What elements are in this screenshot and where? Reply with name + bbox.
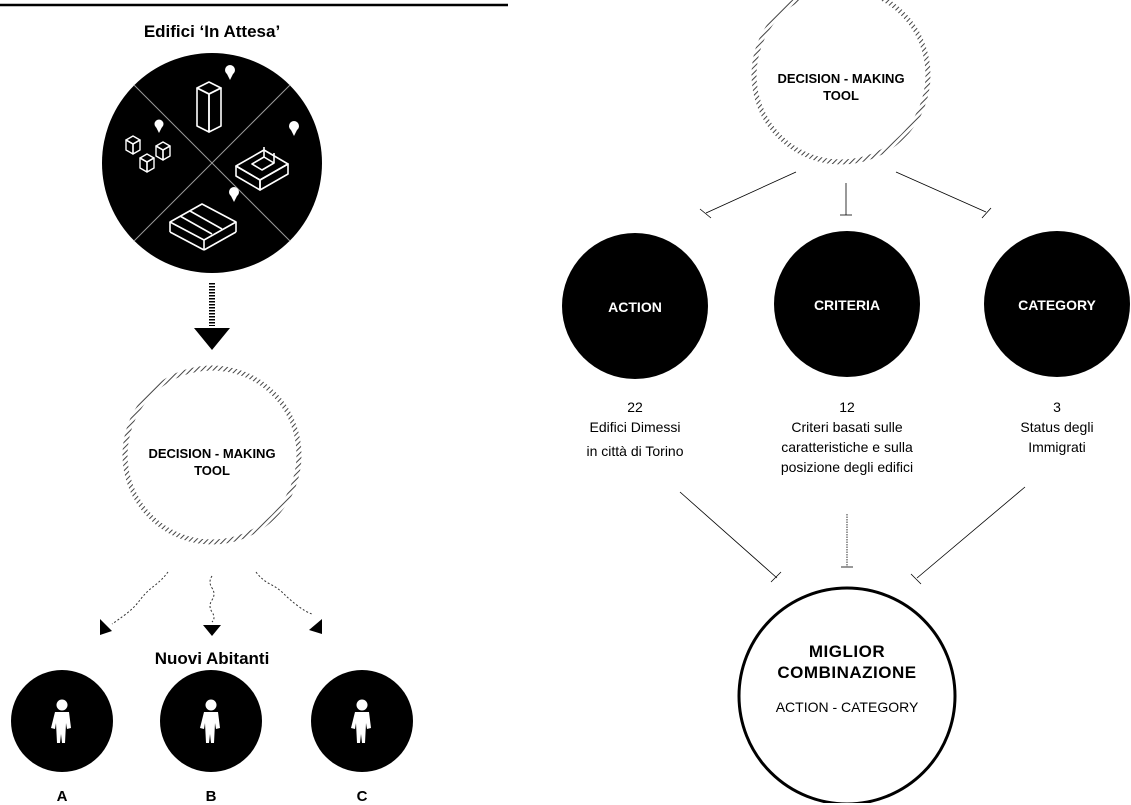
resident-label-a: A	[56, 788, 68, 805]
person-icon	[200, 699, 220, 743]
down-arrow-icon	[194, 283, 230, 350]
action-description: 22 Edifici Dimessi in città di Torino	[545, 397, 725, 461]
result-circle	[737, 586, 957, 803]
action-count: 22	[627, 399, 643, 415]
category-node	[984, 231, 1130, 377]
resident-circle-a	[11, 670, 113, 772]
right-tool-label: DECISION - MAKING TOOL	[741, 70, 941, 104]
action-desc-line2: in città di Torino	[586, 443, 684, 459]
resident-circle-c	[311, 670, 413, 772]
tool-label-line2: TOOL	[823, 88, 859, 103]
left-tool-label: DECISION - MAKING TOOL	[112, 445, 312, 479]
result-line1: MIGLIOR	[808, 642, 886, 661]
buildings-title: Edifici ‘In Attesa’	[143, 22, 281, 41]
location-pin-icon	[289, 121, 299, 136]
result-connector-lines	[679, 486, 1026, 585]
result-line2: COMBINAZIONE	[777, 663, 917, 682]
location-pin-icon	[225, 65, 235, 80]
criteria-description: 12 Criteri basati sulle caratteristiche …	[742, 397, 952, 477]
wavy-arrows	[111, 571, 313, 625]
decision-tool-ring	[751, 0, 931, 165]
decision-tool-ring	[122, 365, 302, 545]
action-desc-line1: Edifici Dimessi	[589, 419, 681, 435]
category-description: 3 Status degli Immigrati	[987, 397, 1127, 457]
location-pin-icon	[229, 187, 239, 202]
action-node	[562, 233, 708, 379]
resident-label-b: B	[205, 788, 217, 805]
person-icon	[351, 699, 371, 743]
tool-label-line2: TOOL	[194, 463, 230, 478]
resident-label-c: C	[356, 788, 368, 805]
warehouse-building-icon	[169, 203, 237, 251]
arrow-head-icon	[309, 619, 322, 634]
criteria-count: 12	[839, 399, 855, 415]
location-pin-icon	[154, 119, 164, 133]
tool-label-line1: DECISION - MAKING	[148, 446, 276, 461]
tool-label-line1: DECISION - MAKING	[777, 71, 905, 86]
result-subtitle: ACTION - CATEGORY	[775, 699, 919, 715]
residents-title: Nuovi Abitanti	[154, 649, 270, 668]
criteria-desc-line1: Criteri basati sulle	[791, 419, 903, 435]
person-icon	[51, 699, 71, 743]
criteria-desc-line2: caratteristiche e sulla	[781, 439, 913, 455]
cubes-building-icon	[125, 135, 171, 173]
tower-building-icon	[196, 81, 222, 133]
criteria-node	[774, 231, 920, 377]
result-text: MIGLIOR COMBINAZIONE ACTION - CATEGORY	[747, 641, 947, 715]
resident-circle-b	[160, 670, 262, 772]
category-desc-line1: Status degli	[1020, 419, 1094, 435]
category-label: CATEGORY	[1018, 297, 1096, 313]
criteria-label: CRITERIA	[813, 297, 881, 313]
action-label: ACTION	[608, 299, 662, 315]
connector-lines	[699, 171, 992, 219]
courtyard-building-icon	[235, 147, 289, 191]
criteria-desc-line3: posizione degli edifici	[780, 459, 914, 475]
arrow-head-icon	[100, 619, 112, 635]
category-count: 3	[1053, 399, 1061, 415]
buildings-circle	[102, 53, 322, 273]
category-desc-line2: Immigrati	[1028, 439, 1086, 455]
arrow-head-icon	[203, 625, 221, 636]
